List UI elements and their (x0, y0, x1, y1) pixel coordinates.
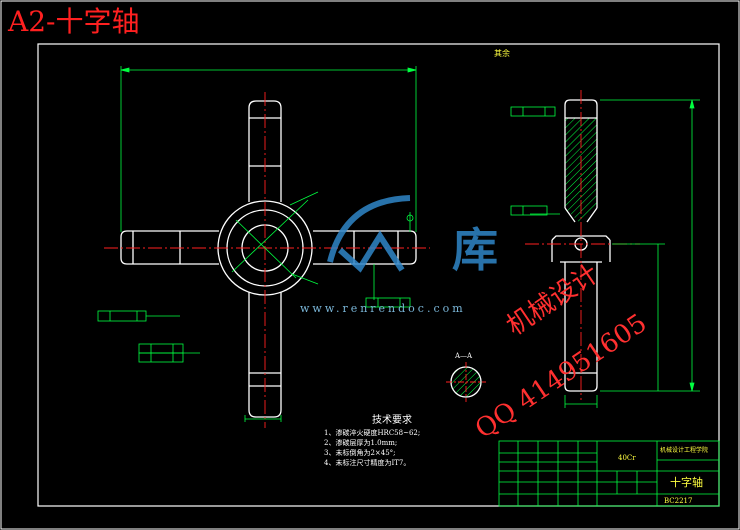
part-name: 十字轴 (670, 476, 703, 489)
section-aa (446, 362, 486, 402)
drawing-code: BC2217 (664, 497, 693, 505)
watermark-site: www.renrendoc.com (300, 302, 466, 315)
tech-item: 1、渗碳淬火硬度HRC58~62; (324, 429, 421, 437)
hub-leaders (231, 191, 319, 285)
material-label: 40Cr (618, 454, 636, 462)
front-center-lines (104, 92, 430, 428)
tech-item: 4、未标注尺寸精度为IT7。 (324, 459, 411, 467)
side-dimensions (530, 99, 700, 408)
roughness-rest-label: 其余 (494, 49, 510, 58)
technical-requirements: 技术要求 1、渗碳淬火硬度HRC58~62; 2、渗碳层厚为1.0mm; 3、未… (324, 416, 420, 468)
title-block (498, 440, 720, 507)
section-label: A—A (455, 352, 473, 360)
tech-item: 3、未标倒角为2×45°; (324, 449, 396, 457)
watermark-ku: 库 (452, 223, 498, 277)
sheet-title: A2-十字轴 (8, 5, 140, 38)
front-view-cross (120, 100, 417, 418)
tech-item: 2、渗碳层厚为1.0mm; (324, 439, 398, 447)
watermark-logo-icon (327, 195, 411, 273)
school-name: 机械设计工程学院 (660, 447, 709, 454)
front-dimensions (97, 66, 556, 422)
tech-heading: 技术要求 (372, 415, 412, 426)
